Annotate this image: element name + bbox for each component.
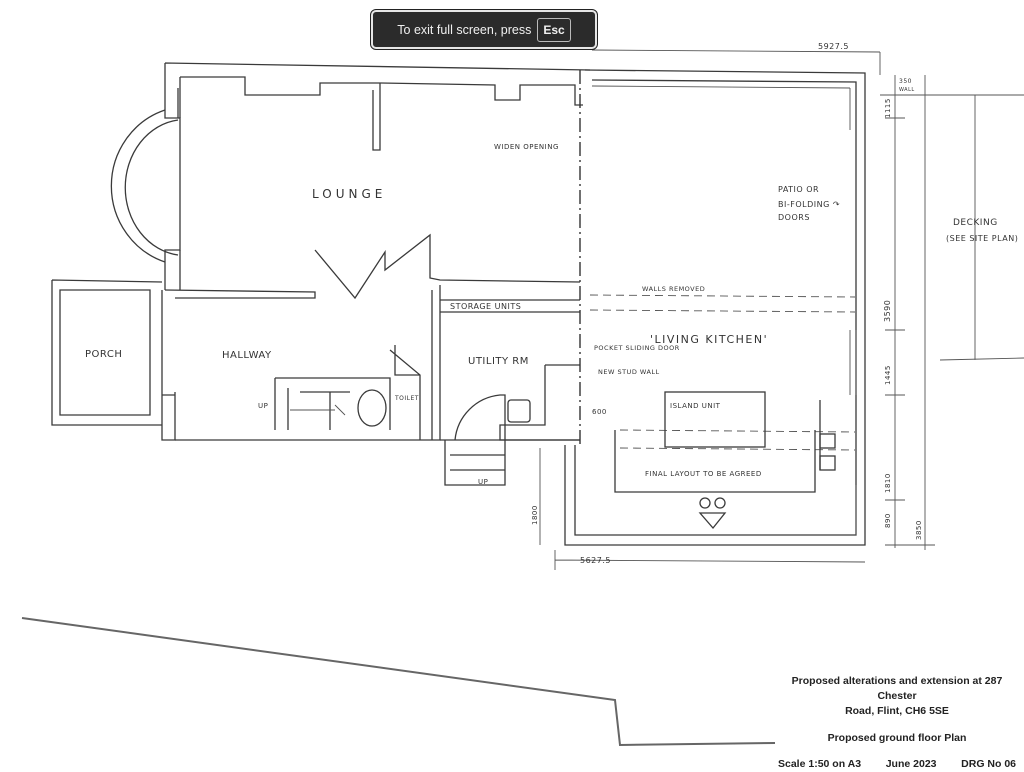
title-drawing-no: DRG No 06 [961,758,1016,770]
note-new-stud-wall: NEW STUD WALL [598,368,660,376]
room-label-lounge: LOUNGE [312,187,386,201]
title-line-1: Proposed alterations and extension at 28… [791,675,1003,702]
note-storage-units: STORAGE UNITS [450,302,521,311]
room-label-living-kitchen: 'LIVING KITCHEN' [650,333,768,346]
site-boundary-line [21,617,776,747]
room-label-toilet: TOILET [394,395,419,402]
dim-3850: 3850 [915,520,923,540]
dim-1810: 1810 [884,473,892,493]
toast-message: To exit full screen, press [397,22,532,37]
note-patio-3: DOORS [778,213,810,222]
dim-1445: 1445 [884,365,892,385]
dim-bottom: 5627.5 [580,556,611,565]
toilet-icon [357,389,387,427]
note-island-unit: ISLAND UNIT [670,402,721,410]
room-label-utility: UTILITY RM [468,356,529,367]
dim-1115: 1115 [884,98,892,118]
dim-600: 600 [592,408,607,416]
note-patio-2: BI-FOLDING ↷ [778,200,840,209]
note-pocket-door: POCKET SLIDING DOOR [594,344,680,352]
room-label-porch: PORCH [85,349,122,360]
note-decking-2: (SEE SITE PLAN) [946,234,1018,243]
title-block: Proposed alterations and extension at 28… [772,674,1022,772]
note-final-layout: FINAL LAYOUT TO BE AGREED [645,470,762,478]
dim-top: 5927.5 [818,42,849,51]
fullscreen-exit-toast: To exit full screen, press Esc [371,10,597,49]
note-widen-opening: WIDEN OPENING [494,143,559,151]
extension-walls [564,69,866,546]
room-label-hallway: HALLWAY [222,350,272,361]
note-walls-removed: WALLS REMOVED [642,285,705,293]
title-date: June 2023 [885,758,937,770]
dim-3590: 3590 [883,300,892,322]
esc-key-badge: Esc [537,17,571,42]
note-up-steps: UP [478,478,488,486]
dimension-lines [539,49,1024,570]
note-wall-label: WALL [899,87,915,93]
note-decking-1: DECKING [953,218,998,228]
note-up-stairs: UP [258,402,268,410]
dim-1800: 1800 [531,505,539,525]
dim-890: 890 [884,513,892,528]
title-subtitle: Proposed ground floor Plan [827,732,967,744]
existing-walls [51,62,591,486]
title-scale: Scale 1:50 on A3 [778,758,862,770]
note-patio-1: PATIO OR [778,185,819,194]
title-line-2: Road, Flint, CH6 5SE [845,705,949,717]
note-wall-350: 350 [899,78,912,85]
